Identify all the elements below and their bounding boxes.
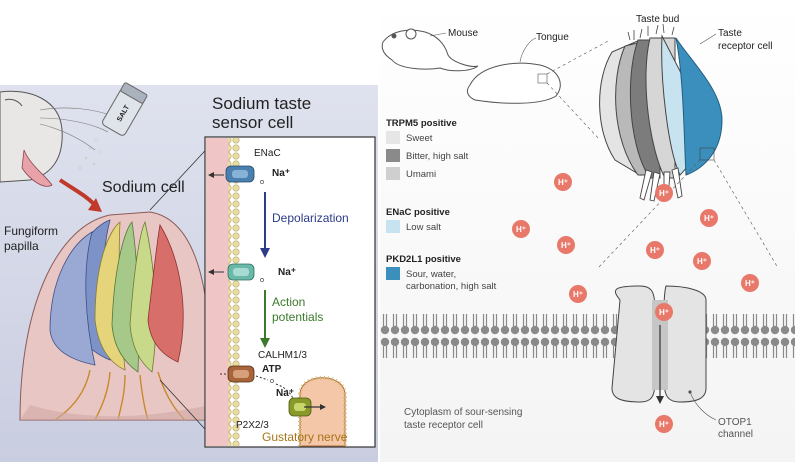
voltage-channel xyxy=(227,263,255,281)
proton-label: H⁺ xyxy=(659,420,669,429)
legend-group-title: PKD2L1 positive xyxy=(386,254,461,265)
salt-grains xyxy=(78,138,102,170)
protons: H⁺ H⁺ H⁺ H⁺ H⁺ H⁺ H⁺ H⁺ H⁺ H⁺ H⁺ xyxy=(512,173,759,433)
otop1-label-line1: OTOP1 xyxy=(718,417,752,428)
red-arrow-icon xyxy=(58,178,97,207)
na-label-3: Na⁺ xyxy=(276,388,294,399)
proton-label: H⁺ xyxy=(659,308,669,317)
p2x-label: P2X2/3 xyxy=(236,420,269,431)
mouse-label: Mouse xyxy=(448,28,478,39)
salt-shaker-illustration: SALT xyxy=(102,82,148,136)
cell-membrane xyxy=(228,138,240,446)
right-panel-background xyxy=(380,0,795,462)
fungiform-label-line2: papilla xyxy=(4,239,39,253)
atp-label: ATP xyxy=(262,364,282,375)
otop1-channel xyxy=(611,285,707,404)
sodium-cell-label: Sodium cell xyxy=(102,179,185,196)
enac-label: ENaC xyxy=(254,148,281,159)
taste-bud-label: Taste bud xyxy=(636,14,679,25)
tongue-zoom-box xyxy=(537,73,548,84)
legend-swatch xyxy=(386,220,400,233)
calhm-label: CALHM1/3 xyxy=(258,350,307,361)
proton-icon xyxy=(700,209,718,227)
legend-swatch xyxy=(386,267,400,280)
proton-icon xyxy=(646,241,664,259)
mouse-head-illustration xyxy=(0,90,111,187)
proton-icon xyxy=(655,415,673,433)
proton-label: H⁺ xyxy=(697,257,707,266)
proton-label: H⁺ xyxy=(516,225,526,234)
enac-channel xyxy=(225,165,255,183)
right-panel: Mouse Tongue Taste xyxy=(380,0,795,462)
depolarization-label: Depolarization xyxy=(272,211,349,225)
sensor-cell-inset: ENaC Na⁺ Depolarization Na⁺ Action poten… xyxy=(204,136,376,448)
taste-receptor-label-line1: Taste xyxy=(718,28,742,39)
mouse-outline-illustration xyxy=(381,28,479,72)
action-label-line2: potentials xyxy=(272,310,323,324)
proton-label: H⁺ xyxy=(745,279,755,288)
zoom-line-top xyxy=(149,139,216,211)
red-arrowhead-icon xyxy=(88,198,102,212)
taste-bud-illustration xyxy=(599,23,723,202)
tongue-label: Tongue xyxy=(536,32,569,43)
proton-label: H⁺ xyxy=(561,241,571,250)
p2x-channel xyxy=(288,397,312,417)
cell-membrane-bilayer xyxy=(380,312,795,360)
legend-item-label-line2: carbonation, high salt xyxy=(406,281,497,292)
taste-bud-zoom-box xyxy=(699,147,715,161)
legend-group-title: TRPM5 positive xyxy=(386,118,457,129)
proton-icon xyxy=(693,252,711,270)
cell-interior xyxy=(206,138,230,446)
left-panel: SALT Sodium cell Fungiform papilla xyxy=(0,82,378,462)
calhm-channel xyxy=(227,365,255,383)
proton-icon xyxy=(557,236,575,254)
otop1-label-line2: channel xyxy=(718,429,753,440)
gustatory-nerve-illustration xyxy=(298,375,347,447)
legend-item-label: Bitter, high salt xyxy=(406,151,469,162)
proton-label: H⁺ xyxy=(704,214,714,223)
gustatory-nerve-label: Gustatory nerve xyxy=(262,430,348,444)
legend-group-title: ENaC positive xyxy=(386,207,450,218)
cytoplasm-label-line2: taste receptor cell xyxy=(404,420,483,431)
left-title-line1: Sodium taste xyxy=(212,94,311,113)
proton-label: H⁺ xyxy=(573,290,583,299)
proton-icon xyxy=(741,274,759,292)
proton-icon xyxy=(554,173,572,191)
legend-item-label: Low salt xyxy=(406,222,441,233)
legend-item-label: Umami xyxy=(406,169,436,180)
proton-icon xyxy=(655,184,673,202)
action-label-line1: Action xyxy=(272,295,305,309)
proton-label: H⁺ xyxy=(659,189,669,198)
legend-swatch xyxy=(386,167,400,180)
tongue-illustration xyxy=(466,62,561,104)
proton-icon xyxy=(655,303,673,321)
taste-receptor-label-line2: receptor cell xyxy=(718,41,772,52)
proton-icon xyxy=(512,220,530,238)
legend-swatch xyxy=(386,131,400,144)
proton-label: H⁺ xyxy=(558,178,568,187)
proton-label: H⁺ xyxy=(650,246,660,255)
legend-item-label: Sweet xyxy=(406,133,433,144)
na-label-1: Na⁺ xyxy=(272,168,290,179)
legend-item-label: Sour, water, xyxy=(406,269,456,280)
fungiform-papilla-illustration xyxy=(19,211,212,421)
legend-swatch xyxy=(386,149,400,162)
left-title-line2: sensor cell xyxy=(212,113,293,132)
proton-icon xyxy=(569,285,587,303)
cytoplasm-label-line1: Cytoplasm of sour-sensing xyxy=(404,407,522,418)
fungiform-label-line1: Fungiform xyxy=(4,224,58,238)
na-label-2: Na⁺ xyxy=(278,267,296,278)
